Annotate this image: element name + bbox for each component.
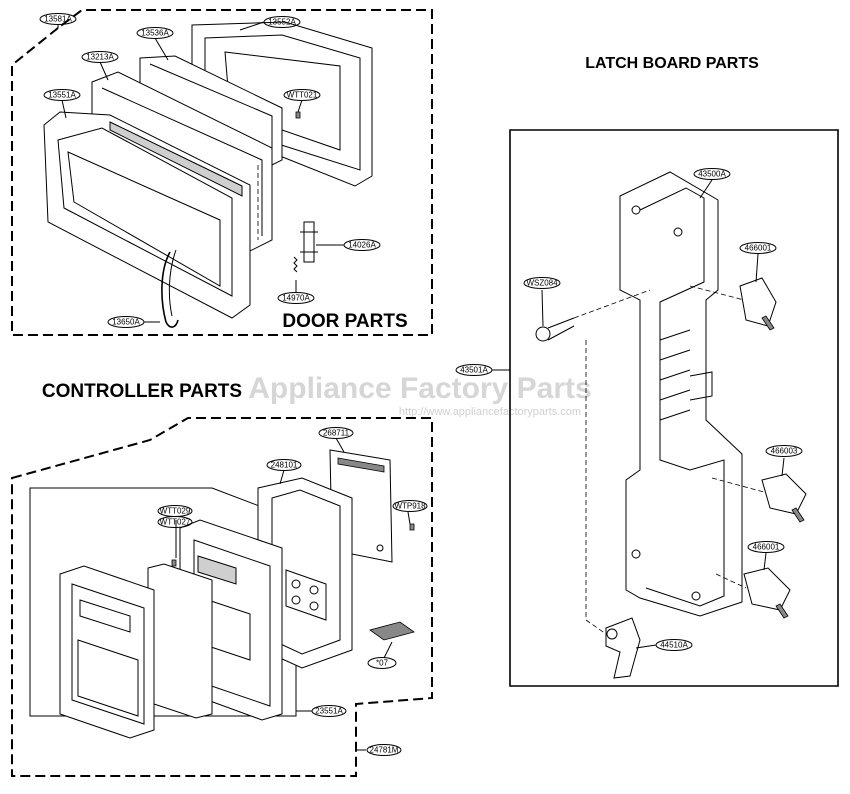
callout-label: WTP918 [394,502,426,511]
callout-label: WTT029 [160,507,191,516]
callout-label: WTT027 [160,518,191,527]
callout: 466001 [739,242,777,254]
latch-screw [535,317,575,342]
callout: 13551A [43,89,81,101]
latch-parts-group [492,129,839,687]
controller-membrane [147,563,213,719]
latch-switch-top [739,277,777,331]
callout: 268711 [318,427,354,439]
callout: 43500A [693,168,731,180]
callout: 23551A [311,705,347,717]
latch-switch-bottom [743,567,791,619]
callout: WTT021 [283,89,321,101]
callout-label: 24781M [370,746,399,755]
callout-label: 466001 [745,244,772,253]
callout-label: 13581A [44,15,72,24]
controller-cable [369,621,415,641]
callout: 24781M [366,744,402,756]
callout: 466001 [747,541,785,553]
callout: 14970A [277,292,315,304]
callout: 466003 [765,445,803,457]
door-handle [161,251,179,328]
controller-screw-left [171,559,177,567]
door-latch-hook [303,221,315,263]
callout-label: WTT021 [287,91,318,100]
callout-label: 268711 [323,429,350,438]
callout: 13536A [136,27,174,39]
callout: 248101 [266,459,302,471]
callout-label: 13650A [112,318,140,327]
callout-label: 23551A [315,707,343,716]
door-front-frame [43,111,251,319]
callout-label: 14970A [282,294,310,303]
latch-boundary [509,129,839,687]
callout-label: *07 [376,659,389,668]
callout-label: 13536A [141,29,169,38]
controller-outer-boundary [11,417,433,777]
callout: 44510A [655,639,693,651]
callout: 13581A [39,13,77,25]
controller-screw-right [409,523,415,531]
callout: 14026A [343,239,381,251]
watermark-brand: Appliance Factory Parts [248,372,591,405]
callout: 13552A [263,16,301,28]
callouts: 13581A 13536A 13552A 13213A 13551A WTT02… [39,13,803,756]
callout-label: 43501A [460,366,488,375]
callout-label: 466003 [771,447,798,456]
callout: 13213A [81,51,119,63]
latch-switch-middle [761,473,807,523]
callout: WSZ084 [523,277,561,289]
callout: WTP918 [392,500,428,512]
watermark-url: http://www.appliancefactoryparts.com [399,406,581,418]
callout-label: 466001 [753,543,780,552]
callout-label: 44510A [660,641,688,650]
section-title-latch: LATCH BOARD PARTS [585,55,759,72]
callout-label: 43500A [698,170,726,179]
callout: WTT027 [157,516,193,528]
callout: 13650A [107,316,145,328]
callout-label: 248101 [271,461,298,470]
callout-label: 13213A [86,53,114,62]
latch-lever [605,617,641,679]
callout-label: WSZ084 [526,279,558,288]
callout: WTT029 [157,505,193,517]
door-screw [295,111,301,119]
section-title-controller: CONTROLLER PARTS [42,381,242,402]
section-title-door: DOOR PARTS [282,311,407,332]
callout-label: 14026A [348,241,376,250]
controller-front-panel [59,565,155,739]
door-latch-spring [293,256,298,273]
latch-board [619,171,743,617]
callout-label: 13552A [268,18,296,27]
callout: *07 [367,657,397,669]
callout: 43501A [455,364,493,376]
controller-parts-group [11,417,433,777]
callout-label: 13551A [48,91,76,100]
door-parts-group [11,9,433,336]
